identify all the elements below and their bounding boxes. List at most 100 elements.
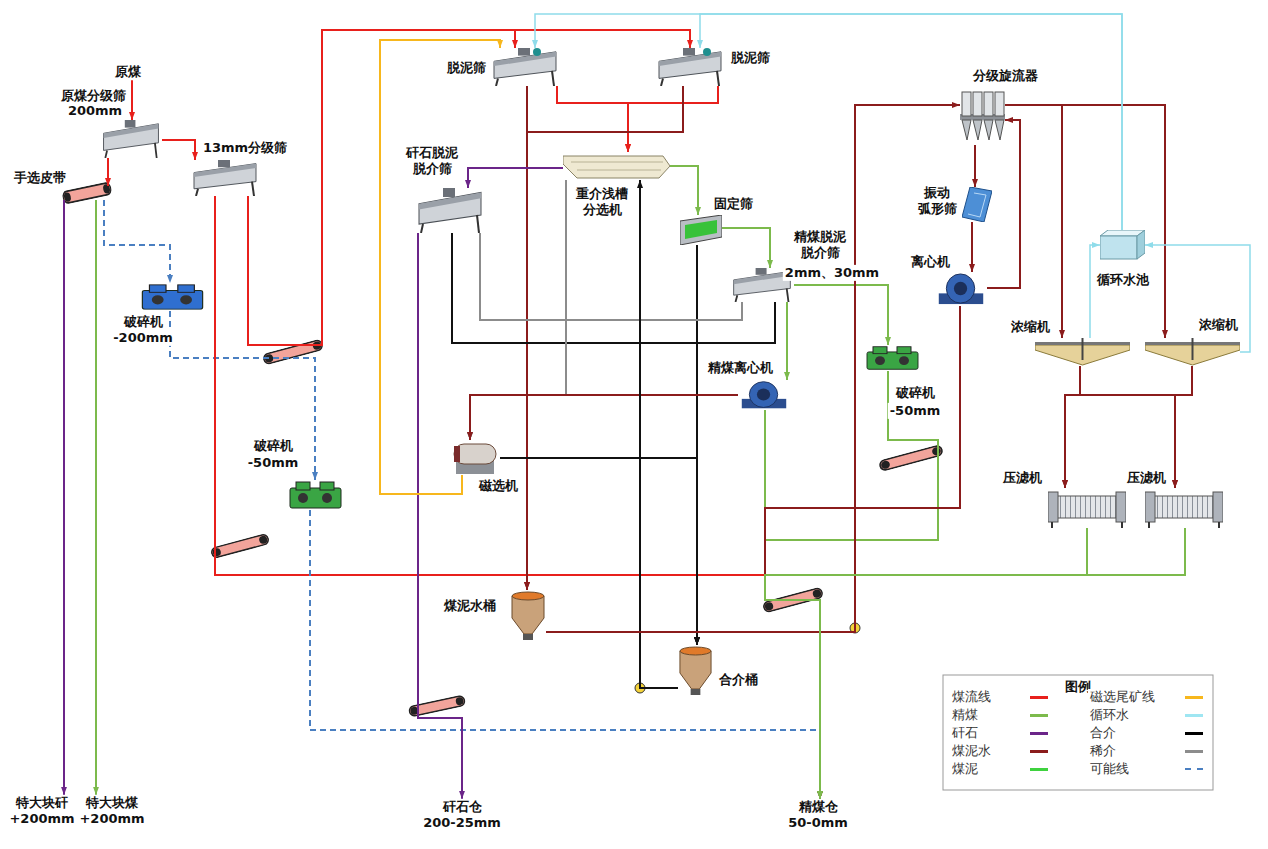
legend-swatch (1030, 750, 1048, 753)
size-label: +200mm (77, 811, 146, 827)
equipment-node: 精煤离心机 (738, 380, 790, 410)
flow-line (1090, 245, 1100, 338)
legend-entry: 煤泥水 (950, 743, 1070, 759)
terminal-label: 特大块矸 (14, 795, 70, 811)
flow-line (107, 158, 109, 186)
flow-line (500, 458, 697, 645)
legend-text: 煤泥 (950, 761, 980, 777)
legend-entry: 可能线 (1088, 761, 1208, 777)
equipment-label: 循环水池 (1095, 272, 1151, 288)
legend-swatch (1185, 750, 1203, 753)
equipment-label: 精煤脱泥 脱介筛 (792, 229, 848, 262)
legend-swatch (1185, 732, 1203, 735)
legend-entry: 稀介 (1088, 743, 1208, 759)
equipment-node: 煤泥水桶 (510, 590, 546, 640)
flow-line (1005, 105, 1062, 338)
equipment-node: 脱泥筛 (655, 48, 725, 86)
legend-swatch (1030, 714, 1048, 717)
flow-line (722, 228, 770, 268)
flow-line (794, 285, 888, 345)
equipment-node: 压滤机 (1145, 488, 1223, 528)
legend-swatch (1185, 696, 1203, 699)
equipment-label: 脱泥筛 (729, 50, 772, 66)
equipment-node: 原煤分级筛200mm (100, 120, 162, 158)
flow-line (971, 222, 973, 272)
equipment-node: 分级旋流器 (960, 90, 1005, 145)
equipment-label: 合介桶 (717, 672, 760, 688)
legend-text: 煤流线 (950, 689, 993, 705)
equipment-icons (62, 48, 1240, 695)
flow-line (1065, 366, 1080, 488)
flow-line (215, 196, 820, 799)
legend-swatch (1030, 696, 1048, 699)
equipment-label: 固定筛 (712, 196, 755, 212)
flow-line (63, 200, 65, 795)
flow-line (628, 86, 718, 152)
equipment-node: 离心机 (935, 272, 987, 306)
flow-line (95, 200, 97, 795)
flow-line (1065, 366, 1192, 488)
flow-line (418, 233, 462, 799)
flow-line (765, 528, 1185, 799)
legend-frame (943, 675, 1213, 790)
flow-line (310, 510, 820, 799)
flow-line (248, 30, 515, 345)
legend-entry: 合介 (1088, 725, 1208, 741)
equipment-node: 压滤机 (1048, 488, 1126, 528)
equipment-label: 200mm (66, 103, 124, 119)
flow-line (380, 40, 500, 494)
equipment-node: 破碎机-50mm (288, 480, 343, 510)
equipment-node: 破碎机-50mm (865, 345, 920, 371)
equipment-label: 破碎机 (122, 314, 165, 330)
flow-line (452, 233, 697, 645)
equipment-label: 离心机 (909, 254, 952, 270)
equipment-label: 手选皮带 (12, 170, 68, 186)
flow-line (765, 410, 820, 799)
equipment-label: 振动 弧形筛 (916, 185, 959, 218)
equipment-node: 手选皮带 (62, 186, 112, 200)
legend-entry: 矸石 (950, 725, 1070, 741)
equipment-label: 压滤机 (1125, 470, 1168, 486)
terminal-label: 精煤仓 (797, 799, 840, 815)
legend-swatch (1185, 714, 1203, 717)
flow-line (765, 371, 938, 799)
flow-line (546, 105, 960, 632)
equipment-node: 磁选机 (450, 440, 500, 475)
flow-line (162, 140, 195, 160)
legend-entry: 磁选尾矿线 (1088, 689, 1208, 705)
legend-text: 可能线 (1088, 761, 1131, 777)
flow-line (1005, 105, 1165, 338)
legend-text: 循环水 (1088, 707, 1131, 723)
equipment-node: 振动 弧形筛 (962, 187, 992, 222)
flow-line (535, 14, 1122, 230)
legend-text: 合介 (1088, 725, 1118, 741)
flow-line (1175, 366, 1192, 488)
flow-line (557, 86, 628, 152)
terminal-node: 矸石仓200-25mm (421, 799, 503, 832)
flow-line (470, 395, 738, 440)
equipment-label: 精煤离心机 (706, 360, 775, 376)
flow-line (987, 120, 1020, 288)
legend-swatch (1030, 732, 1048, 735)
size-label: 200-25mm (421, 815, 503, 831)
equipment-label: 原煤分级筛 (59, 88, 128, 104)
flow-line (765, 306, 960, 799)
equipment-label: 磁选机 (477, 478, 520, 494)
flow-line (131, 80, 133, 120)
legend-swatch (1030, 768, 1048, 771)
equipment-node: 循环水池 (1100, 230, 1145, 260)
equipment-node: 重介浅槽 分选机 (563, 152, 670, 180)
equipment-node: 精煤脱泥 脱介筛2mm、30mm (730, 268, 794, 302)
terminal-node: 特大块煤+200mm (77, 795, 146, 828)
legend-entry: 循环水 (1088, 707, 1208, 723)
flow-line (1080, 366, 1175, 488)
flow-line (527, 86, 683, 590)
size-label: +200mm (7, 811, 76, 827)
flow-line (974, 145, 976, 187)
equipment-node: 脱泥筛 (490, 48, 560, 86)
equipment-label: 重介浅槽 分选机 (574, 186, 630, 219)
legend-text: 精煤 (950, 707, 980, 723)
equipment-label: -50mm (246, 455, 301, 471)
legend-text: 磁选尾矿线 (1088, 689, 1157, 705)
